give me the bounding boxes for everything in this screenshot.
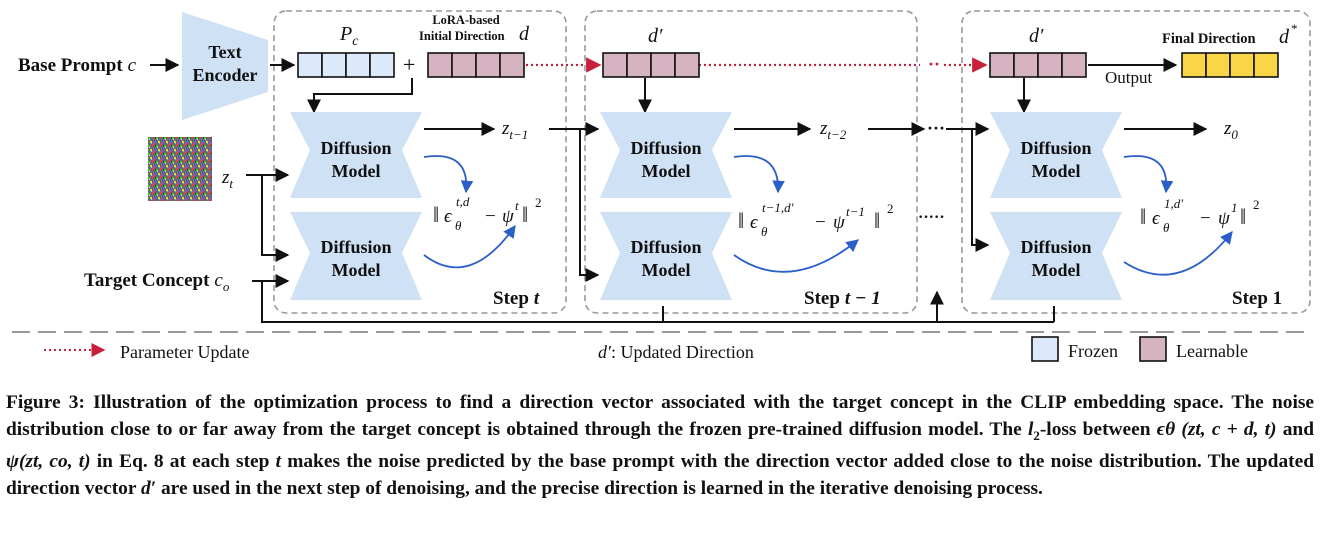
diffusion-model-1-top — [990, 112, 1122, 198]
step-t-1-frame — [584, 10, 918, 314]
svg-text:Diffusion: Diffusion — [1020, 138, 1091, 158]
d-prime-vector-2 — [989, 52, 1087, 78]
diffusion-model-t-bottom — [290, 212, 422, 300]
svg-text:ϵ: ϵ — [750, 212, 759, 233]
d-prime-label-1: d′ — [648, 25, 663, 47]
d-vector — [427, 52, 525, 78]
initial-direction-label: Initial Direction — [419, 29, 505, 43]
svg-text:Model: Model — [642, 260, 691, 280]
diffusion-model-1-bottom — [990, 212, 1122, 300]
loss-step-1: ‖ ϵ 1,d′ θ − ψ 1 ‖ 2 — [1140, 196, 1260, 235]
svg-text:2: 2 — [535, 195, 542, 210]
svg-text:−: − — [485, 206, 496, 227]
diffusion-model-t1-top — [600, 112, 732, 198]
text-encoder — [182, 12, 268, 120]
svg-text:‖: ‖ — [1240, 204, 1246, 229]
svg-text:−: − — [815, 212, 826, 233]
svg-text:‖: ‖ — [433, 202, 439, 227]
legend-updated-direction: d′: Updated Direction — [598, 342, 754, 362]
step-t-frame — [273, 10, 567, 314]
final-direction-label: Final Direction — [1162, 31, 1256, 47]
ellipsis-top: ··· — [927, 118, 945, 138]
legend-parameter-update: Parameter Update — [120, 342, 249, 362]
legend-frozen-swatch — [1031, 336, 1059, 362]
output-label: Output — [1105, 68, 1153, 87]
svg-text:d: d — [1279, 26, 1290, 48]
svg-text:‖: ‖ — [874, 208, 880, 233]
svg-text:θ: θ — [455, 218, 462, 233]
svg-text:ψ: ψ — [833, 212, 846, 233]
svg-text:t−1: t−1 — [846, 204, 865, 219]
svg-text:Model: Model — [332, 260, 381, 280]
loss-step-t: ‖ ϵ t,d θ − ψ t ‖ 2 — [433, 194, 542, 233]
z0-label: z0 — [1223, 118, 1238, 142]
figure-caption: Figure 3: Illustration of the optimizati… — [6, 392, 1314, 499]
svg-text:t,d: t,d — [456, 194, 470, 209]
svg-text:ψ: ψ — [502, 206, 515, 227]
svg-text:Diffusion: Diffusion — [320, 138, 391, 158]
svg-text:Text: Text — [208, 42, 241, 62]
diffusion-model-t-top — [290, 112, 422, 198]
legend-frozen: Frozen — [1068, 341, 1118, 361]
pc-vector — [297, 52, 395, 78]
d-prime-vector-1 — [602, 52, 700, 78]
pc-label: Pc — [339, 23, 359, 49]
svg-text:2: 2 — [1253, 197, 1260, 212]
final-direction-vector — [1181, 52, 1279, 78]
zt-label: zt — [221, 167, 233, 191]
svg-text:*: * — [1291, 21, 1298, 36]
z-t-minus-2-label: zt−2 — [819, 118, 847, 142]
d-prime-label-2: d′ — [1029, 25, 1044, 47]
svg-text:ϵ: ϵ — [1152, 208, 1161, 229]
svg-text:‖: ‖ — [522, 202, 528, 227]
svg-text:Model: Model — [642, 161, 691, 181]
legend-learnable: Learnable — [1176, 341, 1248, 361]
step-1-frame — [961, 10, 1311, 314]
step-1-label: Step 1 — [1232, 288, 1282, 309]
svg-text:Diffusion: Diffusion — [630, 138, 701, 158]
svg-text:ϵ: ϵ — [444, 206, 453, 227]
svg-text:Model: Model — [1032, 161, 1081, 181]
svg-text:Encoder: Encoder — [193, 65, 258, 85]
svg-text:Model: Model — [332, 161, 381, 181]
svg-text:ψ: ψ — [1218, 208, 1231, 229]
svg-text:Diffusion: Diffusion — [320, 237, 391, 257]
diffusion-model-t1-bottom — [600, 212, 732, 300]
svg-text:t: t — [515, 198, 519, 213]
svg-text:Diffusion: Diffusion — [1020, 237, 1091, 257]
svg-text:‖: ‖ — [738, 208, 744, 233]
d-symbol: d — [519, 23, 530, 45]
svg-text:Diffusion: Diffusion — [630, 237, 701, 257]
plus-sign: + — [403, 52, 415, 77]
loss-step-t-1: ‖ ϵ t−1,d′ θ − ψ t−1 ‖ 2 — [738, 200, 894, 239]
svg-text:Model: Model — [1032, 260, 1081, 280]
svg-text:1,d′: 1,d′ — [1164, 196, 1183, 211]
svg-text:−: − — [1200, 208, 1211, 229]
svg-text:2: 2 — [887, 201, 894, 216]
legend-learnable-swatch — [1139, 336, 1167, 362]
noise-image — [148, 137, 212, 201]
svg-text:1: 1 — [1231, 200, 1238, 215]
svg-text:t−1,d′: t−1,d′ — [762, 200, 794, 215]
ellipsis-middle: ····· — [918, 209, 945, 226]
svg-text:θ: θ — [761, 224, 768, 239]
z-t-minus-1-label: zt−1 — [501, 118, 528, 142]
svg-text:··: ·· — [928, 54, 940, 74]
svg-text:θ: θ — [1163, 220, 1170, 235]
svg-text:‖: ‖ — [1140, 204, 1146, 229]
lora-label: LoRA-based — [432, 13, 499, 27]
